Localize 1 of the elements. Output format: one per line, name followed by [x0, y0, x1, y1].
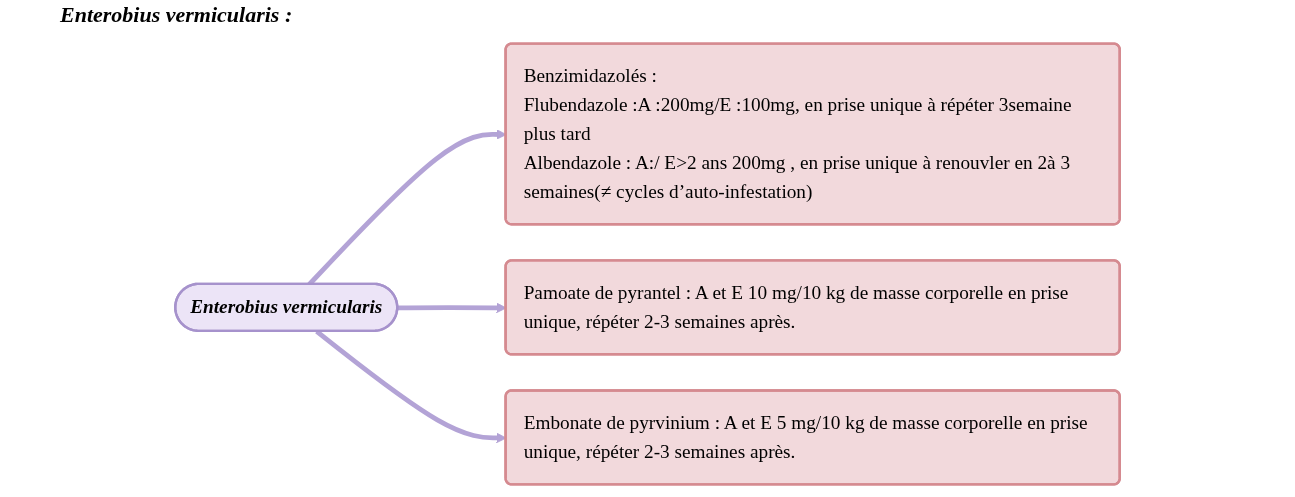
diagram-title: Enterobius vermicularis :	[60, 2, 293, 28]
